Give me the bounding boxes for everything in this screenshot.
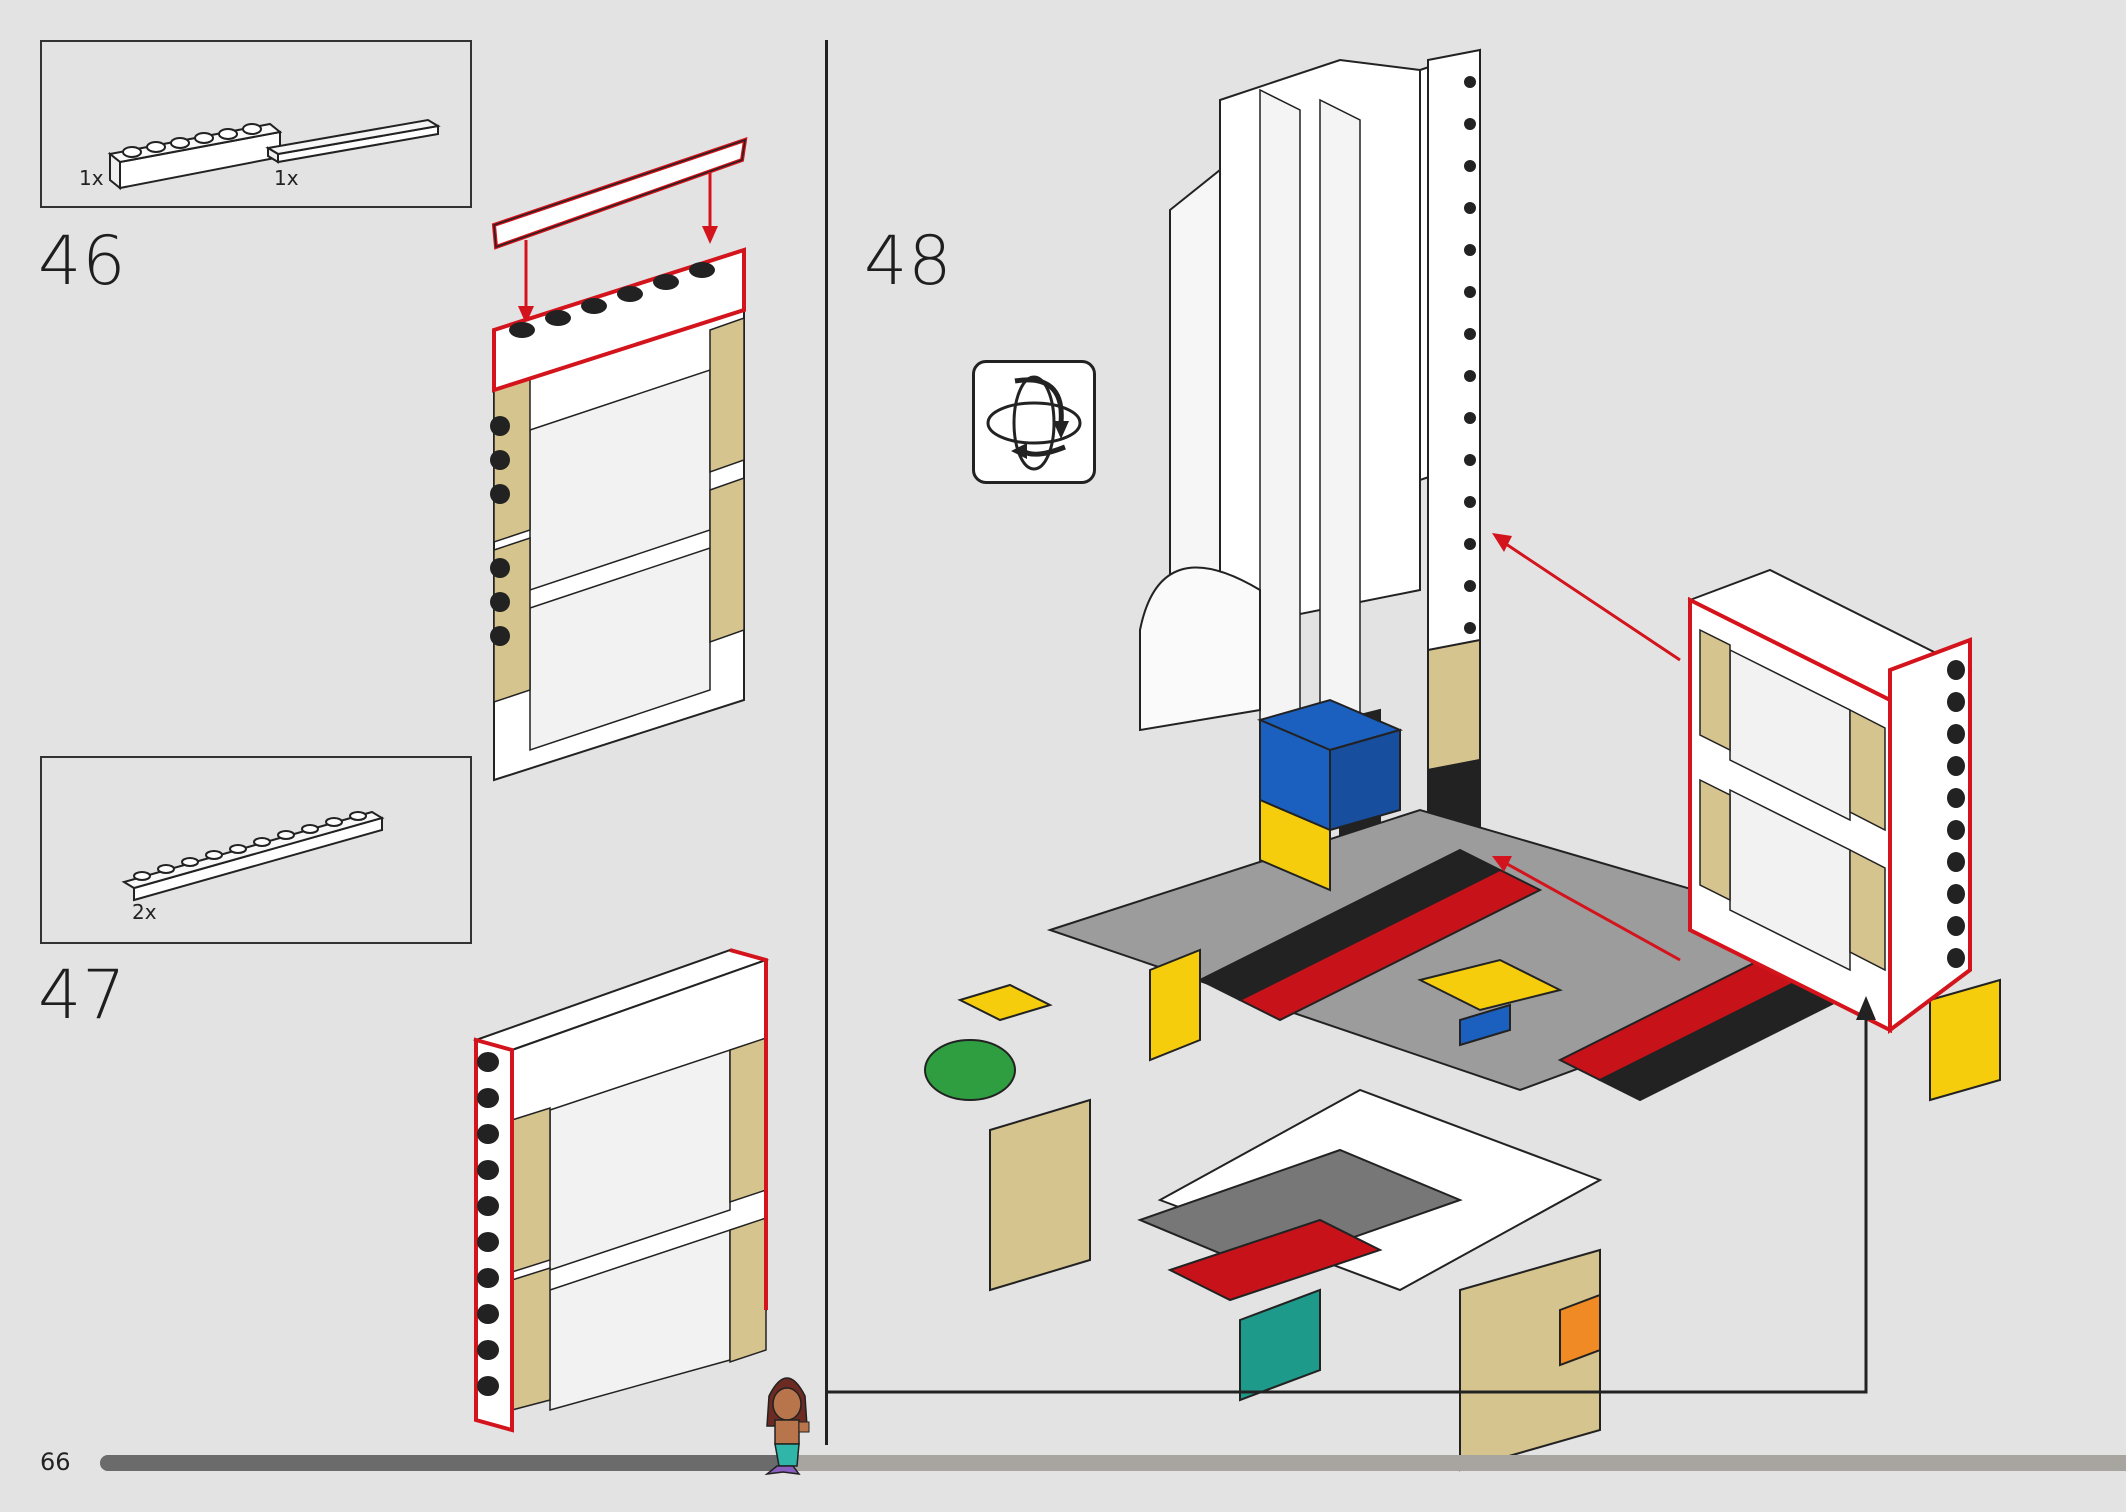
step-number-47: 47 [38, 956, 127, 1035]
step-number-48: 48 [864, 222, 953, 301]
minifigure-progress-marker [764, 1377, 810, 1476]
page-number: 66 [40, 1448, 71, 1476]
tile-1x6-icon [265, 118, 441, 164]
step-divider [825, 40, 828, 1445]
parts-box-step-46: 1x 1x [40, 40, 472, 208]
step-47-assembly-illustration [472, 948, 770, 1433]
step-48-assembly-illustration [826, 48, 2001, 1472]
plate-1x10-icon [121, 810, 385, 902]
page-progress-fill [100, 1455, 789, 1471]
parts-box-step-47: 2x [40, 756, 472, 944]
page-progress-bar [100, 1455, 2126, 1471]
brick-1x6-icon [107, 122, 283, 191]
part-quantity: 1x [274, 166, 299, 190]
step-number-46: 46 [38, 222, 127, 301]
part-quantity: 1x [79, 166, 104, 190]
part-quantity: 2x [132, 900, 157, 924]
step-46-assembly-illustration [490, 137, 748, 782]
rotate-model-icon [972, 360, 1096, 484]
